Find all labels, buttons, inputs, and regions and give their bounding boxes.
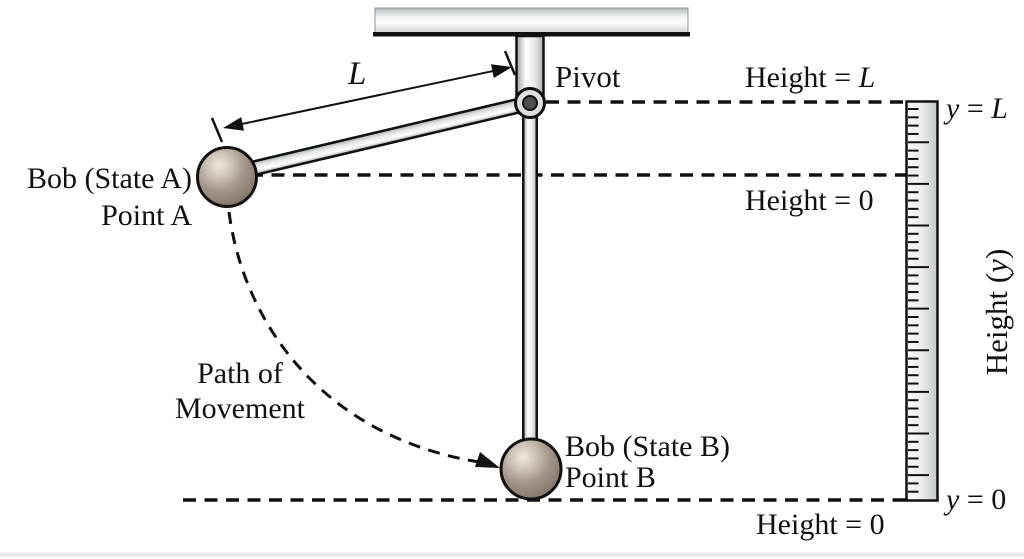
- y-top-value: L: [991, 92, 1008, 125]
- figure-bottom-edge: [0, 552, 1024, 557]
- height-0-upper-prefix: Height =: [745, 184, 859, 217]
- height-0-upper-value: 0: [858, 184, 874, 217]
- dimension-line: [228, 67, 507, 128]
- rod-state-a: [238, 93, 539, 180]
- bob-state-a-label-line1: Bob (State A): [27, 162, 192, 195]
- y-bottom-equals: =: [959, 483, 992, 516]
- path-label-line2: Movement: [175, 392, 305, 425]
- height-equals-0-upper-label: Height = 0: [745, 184, 874, 217]
- y-top-variable: y: [946, 92, 960, 125]
- height-0-lower-prefix: Height =: [756, 508, 870, 541]
- ruler-ticks: [908, 108, 929, 493]
- ceiling: [374, 7, 689, 34]
- pivot-label: Pivot: [555, 59, 621, 94]
- bob-state-a-label: Bob (State A) Point A: [2, 160, 192, 234]
- height-equals-L-label: Height = L: [745, 61, 875, 94]
- bob-state-b-label-line1: Bob (State B): [565, 430, 730, 463]
- height-0-lower-value: 0: [869, 508, 885, 541]
- bob-state-b: [499, 437, 563, 501]
- height-equals-0-lower-label: Height = 0: [756, 508, 885, 541]
- dimension-arrowhead-left-icon: [223, 117, 244, 131]
- axis-label-prefix: Height (: [978, 272, 1014, 376]
- bob-state-a: [196, 146, 258, 208]
- dimension-tick-left: [210, 117, 224, 143]
- y-equals-L-label: y = L: [946, 92, 1008, 125]
- dimension-tick-right: [503, 50, 517, 76]
- path-of-movement-arc: [227, 211, 480, 464]
- y-bottom-variable: y: [946, 483, 960, 516]
- bob-state-a-label-line2: Point A: [101, 199, 192, 232]
- length-label: L: [348, 56, 367, 92]
- rod-state-b: [522, 96, 538, 447]
- height-L-prefix: Height =: [745, 61, 859, 94]
- bob-state-b-label-line2: Point B: [565, 461, 656, 494]
- path-arrowhead-icon: [475, 452, 500, 468]
- path-label-line1: Path of: [197, 357, 283, 390]
- y-equals-0-label: y = 0: [946, 483, 1006, 516]
- pivot-pin: [522, 95, 538, 111]
- height-axis-label: Height (y): [978, 248, 1014, 376]
- dimension-arrowhead-right-icon: [491, 64, 512, 78]
- y-top-equals: =: [959, 92, 992, 125]
- rod-state-a-bar: [238, 93, 539, 180]
- ceiling-underline: [373, 32, 690, 37]
- bob-state-b-label: Bob (State B) Point B: [565, 431, 730, 493]
- path-of-movement-label: Path of Movement: [148, 356, 332, 426]
- length-dimension: [210, 50, 517, 143]
- axis-label-suffix: ): [978, 248, 1014, 260]
- height-L-value: L: [858, 61, 876, 94]
- y-bottom-value: 0: [991, 483, 1007, 516]
- axis-label-variable: y: [978, 259, 1014, 273]
